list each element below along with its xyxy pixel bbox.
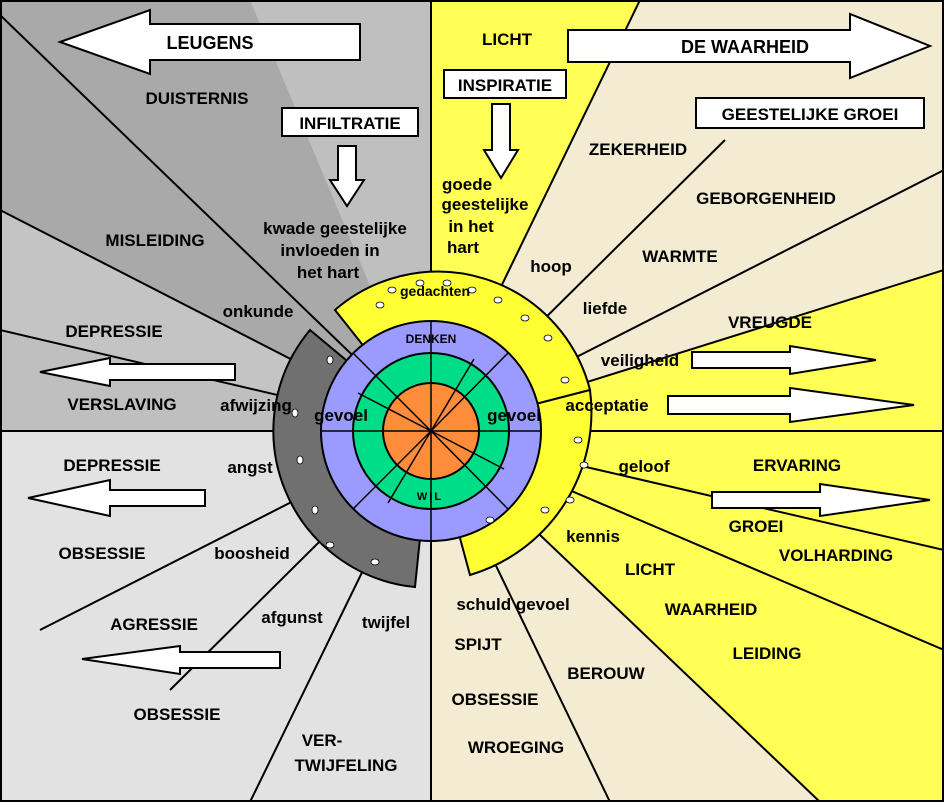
label-angst: angst [227, 458, 273, 477]
label-berouw: BEROUW [567, 664, 645, 683]
label-schuldgevoel: schuld gevoel [456, 595, 569, 614]
arrow-depressie-bottom [27, 478, 206, 518]
arrow-acceptatie [667, 386, 915, 424]
label-infiltratie: INFILTRATIE [299, 114, 400, 133]
label-inspiratie: INSPIRATIE [458, 76, 552, 95]
label-waarheid: WAARHEID [665, 600, 758, 619]
label-spijt: SPIJT [454, 635, 502, 654]
box-geestelijke-groei [695, 97, 925, 129]
label-kwade-3: het hart [297, 263, 360, 282]
label-licht-bottom: LICHT [625, 560, 676, 579]
central-wheel [272, 270, 593, 589]
label-afgunst: afgunst [261, 608, 323, 627]
label-obsessie-bottom: OBSESSIE [134, 705, 221, 724]
label-kwade-1: kwade geestelijke [263, 219, 407, 238]
label-ervaring: ERVARING [753, 456, 841, 475]
label-denken: DENKEN [406, 332, 457, 346]
label-geborgenheid: GEBORGENHEID [696, 189, 836, 208]
label-hoop: hoop [530, 257, 572, 276]
label-vreugde: VREUGDE [728, 313, 812, 332]
label-boxes [281, 69, 925, 137]
label-verslaving: VERSLAVING [67, 395, 176, 414]
label-goede-3: in het [448, 217, 494, 236]
label-leiding: LEIDING [733, 644, 802, 663]
label-veiligheid: veiligheid [601, 351, 679, 370]
label-licht-top: LICHT [482, 30, 533, 49]
box-infiltratie [281, 107, 419, 137]
label-agressie: AGRESSIE [110, 615, 198, 634]
label-depressie-bottom: DEPRESSIE [63, 456, 160, 475]
arrow-veiligheid [691, 344, 877, 376]
label-gevoel-left: gevoel [314, 406, 368, 425]
label-warmte: WARMTE [642, 247, 718, 266]
label-twijfel: twijfel [362, 613, 410, 632]
label-groei: GROEI [729, 517, 784, 536]
label-liefde: liefde [583, 299, 627, 318]
label-boosheid: boosheid [214, 544, 290, 563]
wedge-top-left-dark [0, 0, 431, 431]
label-goede-2: geestelijke [442, 195, 529, 214]
arrows [27, 8, 933, 676]
text-labels: LEUGENS DUISTERNIS INFILTRATIE kwade gee… [59, 30, 899, 775]
label-ver: VER- [302, 731, 343, 750]
label-geloof: geloof [619, 457, 670, 476]
label-de-waarheid: DE WAARHEID [681, 37, 809, 57]
label-volharding: VOLHARDING [779, 546, 893, 565]
arrow-inspiratie-down [482, 103, 520, 180]
arrow-leugens [57, 8, 361, 76]
label-gevoel-right: gevoel [487, 406, 541, 425]
label-afwijzing: afwijzing [220, 396, 292, 415]
wheel-spokes [321, 321, 541, 541]
label-gedachten: gedachten [400, 283, 470, 299]
arrow-de-waarheid [567, 12, 933, 80]
label-goede-4: hart [447, 238, 479, 257]
label-obsessie-left: OBSESSIE [59, 544, 146, 563]
label-acceptatie: acceptatie [565, 396, 648, 415]
arrow-agressie [81, 644, 281, 676]
box-inspiratie [443, 69, 567, 99]
label-geestelijke-groei: GEESTELIJKE GROEI [722, 105, 899, 124]
label-obsessie-mid: OBSESSIE [452, 690, 539, 709]
arrow-infiltratie-down [328, 145, 366, 208]
label-kennis: kennis [566, 527, 620, 546]
label-twijfeling: TWIJFELING [295, 756, 398, 775]
label-goede-1: goede [442, 175, 492, 194]
label-zekerheid: ZEKERHEID [589, 140, 687, 159]
label-depressie-top: DEPRESSIE [65, 322, 162, 341]
label-onkunde: onkunde [223, 302, 294, 321]
label-wil: WIL [417, 491, 443, 503]
ring-dots [291, 279, 589, 566]
label-duisternis: DUISTERNIS [146, 89, 249, 108]
label-leugens: LEUGENS [166, 33, 253, 53]
label-misleiding: MISLEIDING [105, 231, 204, 250]
label-wroeging: WROEGING [468, 738, 564, 757]
arrow-ervaring [711, 482, 931, 518]
arrow-depressie-top [39, 356, 236, 388]
wedge-bottom-right-yellow [431, 431, 944, 802]
label-kwade-2: invloeden in [280, 241, 379, 260]
